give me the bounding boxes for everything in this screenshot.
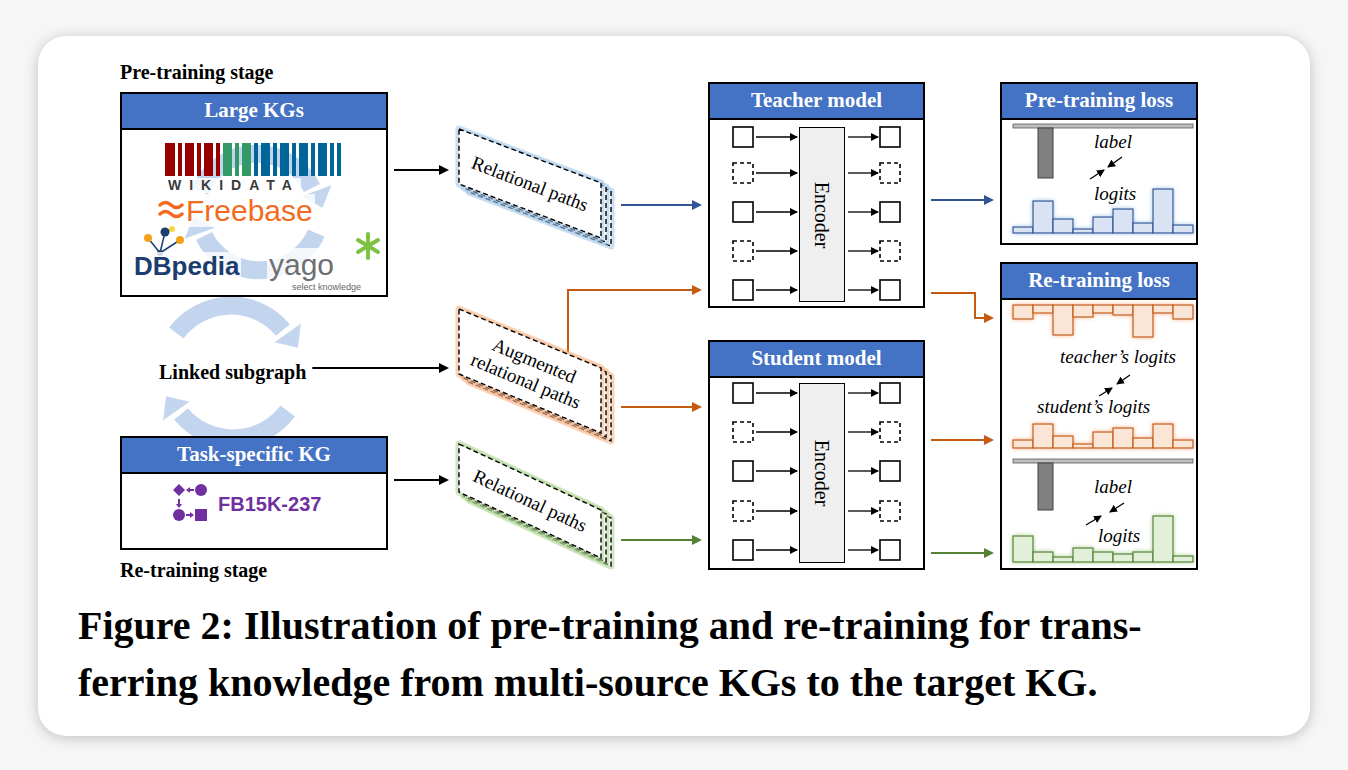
chart-caption: student’s logits — [1037, 397, 1150, 418]
converge-arrows — [1090, 157, 1122, 179]
stage-label: Re-training stage — [120, 558, 267, 582]
connector-line — [394, 169, 440, 171]
green-logit-bars — [1013, 516, 1193, 562]
header-band: Large KGs — [122, 94, 386, 130]
logo-text: Freebase — [184, 194, 315, 227]
encoder-label: Encoder — [811, 440, 833, 507]
arrowhead — [439, 363, 449, 373]
connector — [621, 200, 702, 210]
arrowhead — [439, 165, 449, 175]
arrowhead — [984, 195, 994, 205]
connector — [568, 285, 702, 352]
figure-caption: Figure 2: Illustration of pre-training a… — [78, 598, 1146, 712]
path-glow — [459, 309, 601, 433]
kg-panel: Large KGsWIKIDATAFreebaseDBpedia yago sele… — [120, 92, 388, 297]
arrowhead — [439, 475, 449, 485]
connector — [931, 435, 994, 445]
loss-panel: Pre-training loss label logits — [1000, 82, 1198, 245]
connector-line — [931, 293, 985, 318]
connector-line — [621, 406, 693, 408]
cycle-arc — [176, 306, 283, 333]
cycle-head — [275, 324, 301, 348]
logo-text: select knowledge — [292, 283, 361, 293]
logo-text: WIKIDATA — [167, 178, 301, 193]
cycle-arc — [181, 411, 288, 438]
teacher-logit-bars — [1013, 305, 1193, 337]
connector-line — [621, 204, 693, 206]
arrowhead — [692, 200, 702, 210]
student-logit-bars — [1013, 424, 1193, 448]
encoder-label: Encoder — [811, 181, 833, 248]
converge-arrows — [1086, 503, 1124, 525]
logo-text: DBpedia — [132, 252, 241, 281]
connector-line — [312, 367, 440, 369]
chart-caption: label — [1094, 477, 1132, 498]
retrain-label-bar — [1013, 459, 1193, 510]
connector — [931, 548, 994, 558]
model-panel: Teacher modelEncoder — [708, 82, 925, 308]
header-text: Re-training loss — [1028, 269, 1170, 292]
connector — [621, 535, 702, 545]
header-text: Large KGs — [204, 99, 304, 122]
connector — [931, 293, 994, 323]
chart-caption: label — [1094, 132, 1132, 153]
arrowhead — [692, 285, 702, 295]
header-band: Pre-training loss — [1002, 84, 1196, 120]
header-text: Task-specific KG — [177, 443, 331, 466]
connector-line — [394, 479, 440, 481]
loss-panel: Re-training loss teacher’s logits student’… — [1000, 262, 1198, 570]
cycle-head — [163, 396, 189, 420]
chart-caption: logits — [1094, 184, 1136, 205]
header-text: Student model — [751, 347, 881, 370]
encoder-box: Encoder — [799, 127, 845, 302]
path-stack: Relational paths — [455, 440, 615, 570]
header-band: Task-specific KG — [122, 438, 386, 474]
connector-line — [931, 439, 985, 441]
node-text: Linked subgraph — [159, 360, 306, 384]
connector — [312, 363, 449, 373]
connector — [394, 475, 449, 485]
connector — [621, 402, 702, 412]
dataset-name: FB15K-237 — [218, 493, 321, 515]
path-stack: Augmented relational paths — [455, 305, 615, 445]
connector-line — [931, 552, 985, 554]
header-band: Teacher model — [710, 84, 923, 120]
connector-line — [621, 539, 693, 541]
arrowhead — [984, 435, 994, 445]
connector — [931, 195, 994, 205]
arrowhead — [984, 313, 994, 323]
header-text: Teacher model — [751, 89, 882, 112]
yago-asterisk — [358, 234, 378, 258]
header-band: Student model — [710, 342, 923, 378]
connector-line — [931, 199, 985, 201]
connector-line — [568, 290, 693, 352]
fb15k-icon — [173, 484, 207, 521]
path-outline — [459, 309, 601, 433]
connector — [394, 165, 449, 175]
pretrain-label-bar — [1013, 124, 1193, 178]
logo-text: yago — [267, 248, 336, 281]
model-panel: Student modelEncoder — [708, 340, 925, 570]
header-band: Re-training loss — [1002, 264, 1196, 300]
chart-caption: logits — [1098, 526, 1140, 547]
encoder-box: Encoder — [799, 383, 845, 563]
kg-panel: Task-specific KG FB15K-237 — [120, 436, 388, 550]
stage-label: Pre-training stage — [120, 60, 274, 84]
cycle-heads — [163, 185, 331, 420]
path-stack: Relational paths — [455, 125, 615, 250]
arrowhead — [692, 402, 702, 412]
freebase-logo — [160, 203, 182, 217]
header-text: Pre-training loss — [1025, 89, 1173, 112]
wikidata-logo — [165, 143, 341, 176]
converge-arrows — [1099, 375, 1130, 396]
arrowhead — [692, 535, 702, 545]
chart-caption: teacher’s logits — [1060, 347, 1176, 368]
arrowhead — [984, 548, 994, 558]
subgraph-label-node: Linked subgraph — [159, 360, 306, 384]
